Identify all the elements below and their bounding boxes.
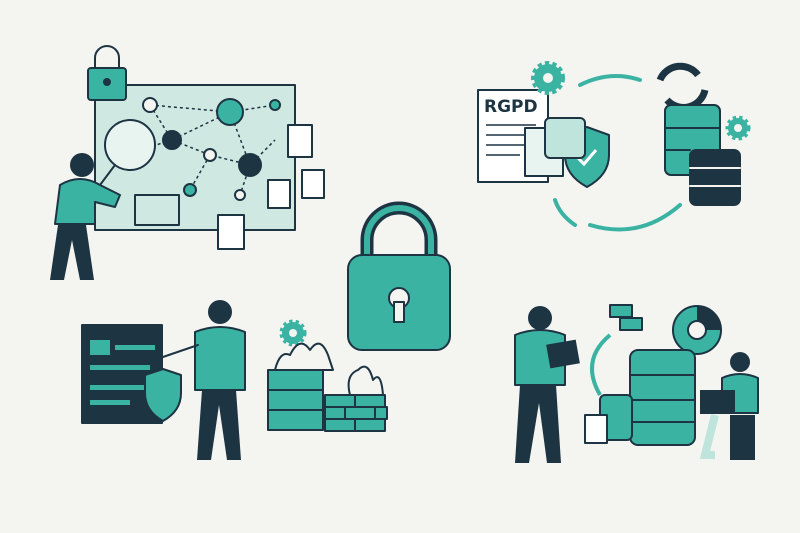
database-icon [584, 394, 633, 444]
small-padlock-icon [87, 45, 127, 101]
stool [730, 415, 755, 460]
rgpd-label: RGPD [484, 97, 538, 117]
sync-arrows-icon [656, 62, 709, 111]
cycle-arrows [553, 74, 682, 232]
tablet-icon [546, 339, 580, 369]
document-icon [584, 414, 608, 444]
document-icons [134, 124, 325, 250]
person-security [159, 300, 246, 460]
rgpd-compliance-scene: RGPD [477, 61, 751, 232]
network-nodes [142, 97, 281, 201]
pie-chart-icon [672, 305, 722, 355]
shield-check-icon [144, 368, 182, 422]
card-icons [609, 304, 643, 331]
screen-content [90, 340, 155, 405]
server-stack [267, 369, 324, 431]
database-icon [629, 349, 696, 446]
network-analysis-scene [50, 45, 325, 280]
person-with-tablet [514, 306, 580, 463]
person-with-laptop [699, 352, 759, 460]
database-icon [664, 104, 741, 206]
central-padlock-icon [347, 201, 451, 351]
magnifier-icon [99, 119, 156, 186]
sync-arrows-icon [590, 333, 612, 396]
flame-icon [347, 365, 384, 396]
gear-icon [725, 115, 751, 141]
database-icon [544, 117, 586, 159]
firewall-icon [324, 394, 388, 432]
person-analyst [50, 153, 121, 280]
laptop-icon [700, 390, 735, 414]
data-analytics-scene [514, 304, 759, 463]
gear-icon [279, 319, 307, 347]
flame-icon [274, 342, 334, 371]
gear-icon [531, 61, 565, 95]
firewall-security-scene [81, 300, 388, 460]
